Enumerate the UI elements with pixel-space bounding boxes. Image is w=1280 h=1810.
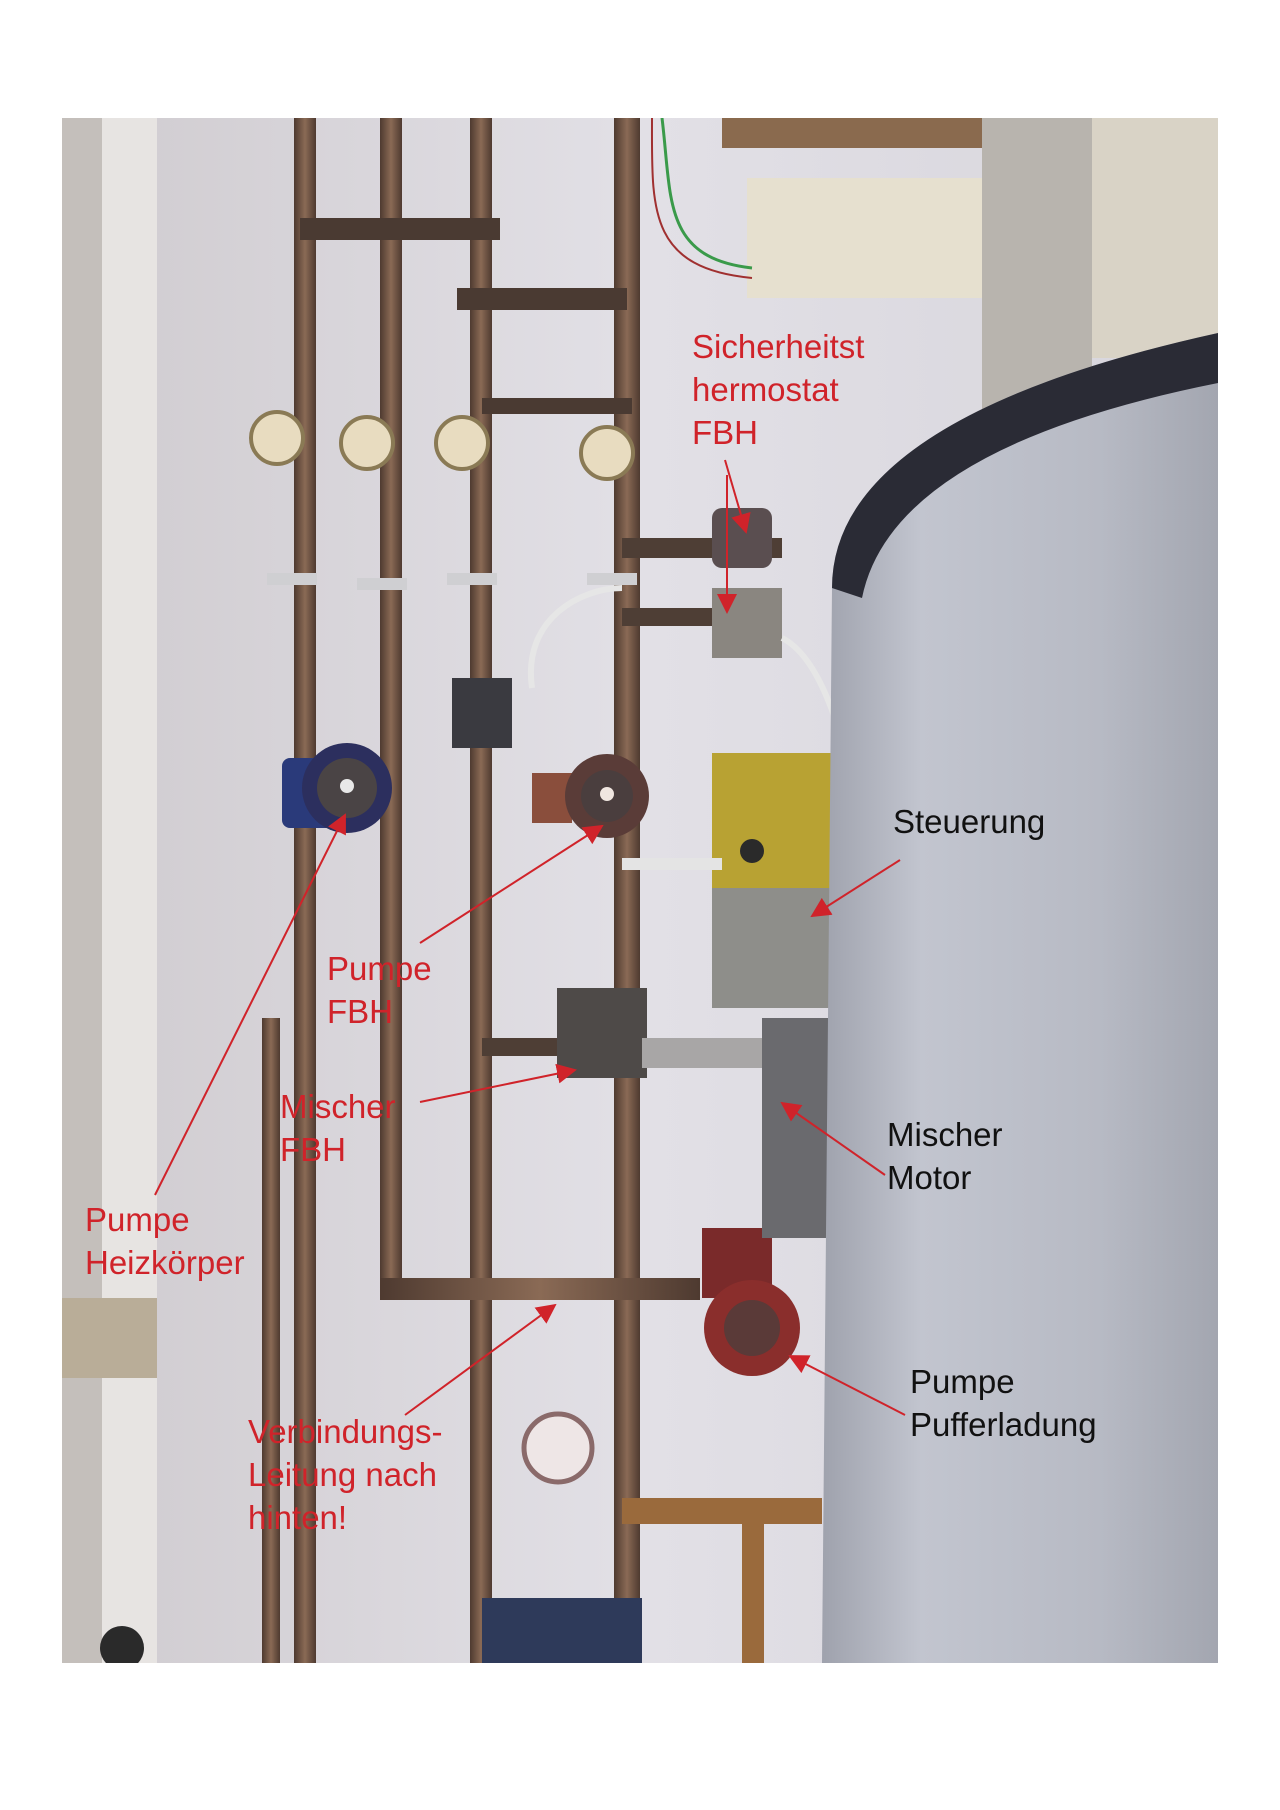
pipe-top-horizontal-2 bbox=[457, 288, 627, 310]
white-conduit-1 bbox=[527, 585, 623, 689]
controller-steuerung bbox=[712, 753, 842, 888]
label-pumpe-fbh: Pumpe FBH bbox=[327, 950, 432, 1030]
gauge-3 bbox=[434, 415, 490, 471]
gauge-4 bbox=[579, 425, 635, 481]
arrow-pumpe-heizkoerper bbox=[154, 813, 346, 1196]
pipe-4 bbox=[614, 118, 640, 1663]
arrow-pumpe-pufferladung bbox=[788, 1355, 906, 1416]
label-sicherheitsthermostat: Sicherheitst hermostat FBH bbox=[692, 328, 865, 451]
mixer-motor bbox=[762, 1018, 832, 1238]
pump-heizkoerper-dial bbox=[340, 779, 354, 793]
clamp-3 bbox=[447, 573, 497, 585]
bottom-device bbox=[482, 1598, 642, 1663]
connection-pipe bbox=[380, 1278, 700, 1300]
left-wall-shadow bbox=[62, 118, 102, 1663]
pump-heizkoerper bbox=[282, 743, 392, 833]
pipe-top-horizontal-3 bbox=[482, 398, 632, 414]
top-right-wall bbox=[1092, 118, 1218, 358]
pipe-2 bbox=[380, 118, 402, 1298]
label-steuerung: Steuerung bbox=[893, 803, 1046, 840]
buffer-tank bbox=[822, 333, 1218, 1663]
label-verbindungsleitung: Verbindungs- Leitung nach hinten! bbox=[248, 1413, 443, 1536]
copper-pipe-bottom-vertical bbox=[742, 1498, 764, 1663]
wire-green bbox=[660, 118, 753, 270]
gauges bbox=[249, 410, 635, 1485]
pump-fbh-dial bbox=[600, 787, 614, 801]
white-conduit-3 bbox=[622, 858, 722, 870]
arrow-pumpe-fbh bbox=[419, 824, 604, 944]
arrow-verbindungsleitung bbox=[404, 1303, 557, 1416]
arrow-mischer-fbh bbox=[419, 1063, 577, 1103]
pipe-3 bbox=[470, 118, 492, 1663]
pump-pufferladung bbox=[702, 1228, 800, 1376]
buffer-tank-top bbox=[832, 333, 1218, 598]
gauge-2 bbox=[339, 415, 395, 471]
copper-pipe-bottom bbox=[622, 1498, 822, 1524]
pipe-1 bbox=[294, 118, 316, 1663]
bottom-left-knob bbox=[100, 1626, 144, 1663]
clamp-4 bbox=[587, 573, 637, 585]
display-unit bbox=[452, 678, 512, 748]
clamp-2 bbox=[357, 578, 407, 590]
shelf bbox=[62, 1298, 157, 1378]
clamp-1 bbox=[267, 573, 317, 585]
heating-room-photo bbox=[62, 118, 1218, 1663]
gauge-1 bbox=[249, 410, 305, 466]
arrow-thermostat-1 bbox=[724, 459, 751, 534]
label-pumpe-heizkoerper: Pumpe Heizkörper bbox=[85, 1201, 245, 1281]
junction-box bbox=[747, 178, 997, 298]
photo-illustration bbox=[62, 118, 1218, 1663]
label-mischer-fbh: Mischer FBH bbox=[280, 1088, 396, 1168]
gauge-bottom bbox=[521, 1411, 595, 1485]
pipe-5 bbox=[262, 1018, 280, 1663]
mixer-fbh bbox=[557, 988, 647, 1078]
arrow-mischer-motor bbox=[780, 1101, 886, 1176]
wall-column bbox=[982, 118, 1092, 418]
pump-puffer-head bbox=[724, 1300, 780, 1356]
pipe-top-horizontal bbox=[300, 218, 500, 240]
controller-knob bbox=[740, 839, 764, 863]
arrow-steuerung bbox=[810, 859, 901, 918]
wire-red bbox=[650, 118, 753, 279]
label-mischer-motor: Mischer Motor bbox=[887, 1116, 1003, 1196]
label-pumpe-pufferladung: Pumpe Pufferladung bbox=[910, 1363, 1097, 1443]
pipe-clamps bbox=[267, 573, 637, 590]
pump-fbh bbox=[532, 754, 649, 838]
